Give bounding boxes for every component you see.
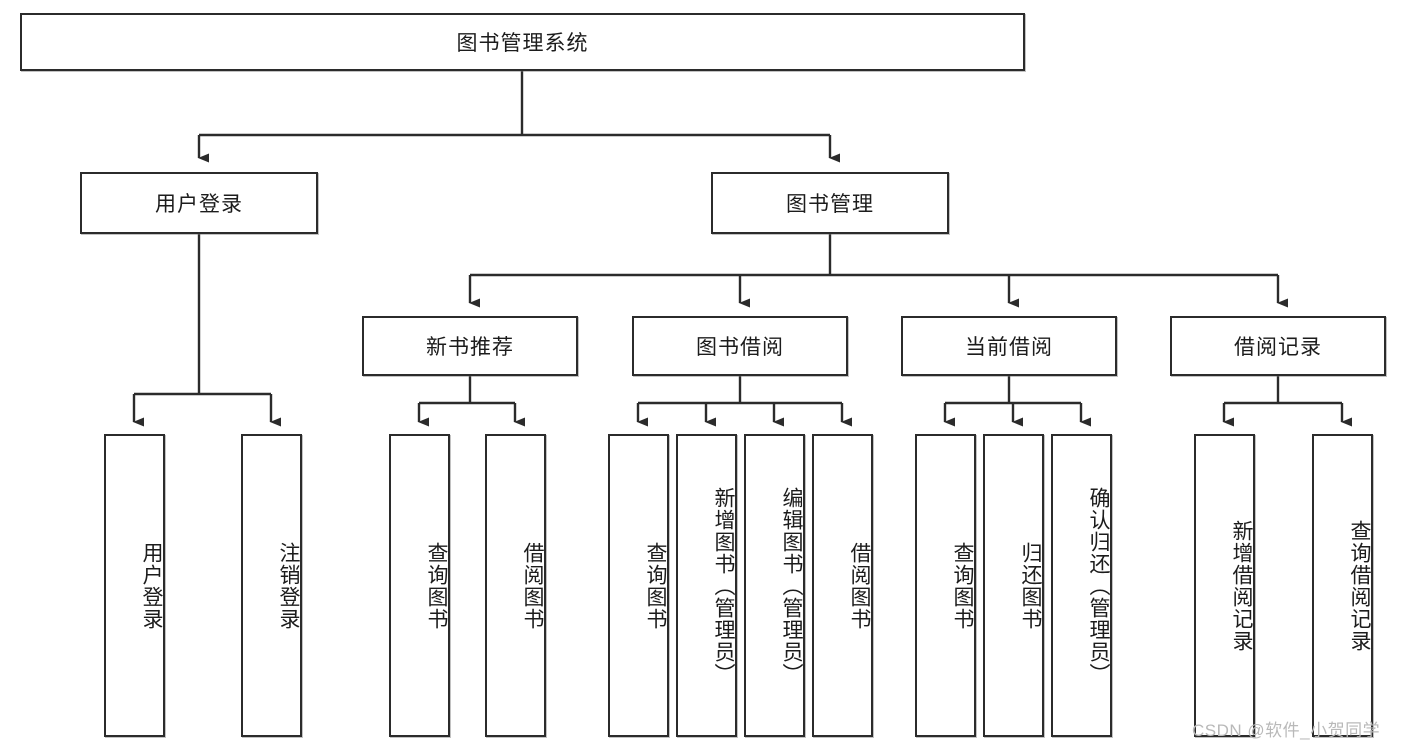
node-label: 确认归还（管理员） (1087, 486, 1110, 685)
leaf-query-book-recommend[interactable]: 查询图书 (389, 434, 450, 737)
node-label: 归还图书 (1019, 541, 1042, 630)
node-label: 注销登录 (277, 541, 300, 630)
leaf-borrow-book-recommend[interactable]: 借阅图书 (485, 434, 546, 737)
leaf-return-book[interactable]: 归还图书 (983, 434, 1044, 737)
node-label: 编辑图书（管理员） (780, 486, 803, 685)
node-current-borrow[interactable]: 当前借阅 (901, 316, 1117, 376)
node-label: 查询图书 (951, 541, 974, 630)
node-label: 借阅图书 (521, 541, 544, 630)
node-label: 查询图书 (644, 541, 667, 630)
leaf-add-book-admin[interactable]: 新增图书（管理员） (676, 434, 737, 737)
node-borrow-record[interactable]: 借阅记录 (1170, 316, 1386, 376)
node-label: 新增图书（管理员） (712, 486, 735, 685)
leaf-add-borrow-record[interactable]: 新增借阅记录 (1194, 434, 1255, 737)
node-label: 用户登录 (140, 541, 163, 630)
node-label: 图书借阅 (696, 336, 784, 359)
csdn-watermark: CSDN @软件_小贺同学 (1192, 721, 1381, 740)
leaf-query-book-borrow[interactable]: 查询图书 (608, 434, 669, 737)
node-label: 借阅记录 (1234, 336, 1322, 359)
node-label: 图书管理 (786, 193, 874, 216)
node-label: 用户登录 (155, 193, 243, 216)
node-label: 当前借阅 (965, 336, 1053, 359)
node-label: 新增借阅记录 (1230, 519, 1253, 652)
node-user-login[interactable]: 用户登录 (80, 172, 318, 234)
node-label: 新书推荐 (426, 336, 514, 359)
leaf-query-borrow-record[interactable]: 查询借阅记录 (1312, 434, 1373, 737)
node-book-borrow[interactable]: 图书借阅 (632, 316, 848, 376)
node-book-management[interactable]: 图书管理 (711, 172, 949, 234)
leaf-logout[interactable]: 注销登录 (241, 434, 302, 737)
node-root-system[interactable]: 图书管理系统 (20, 13, 1025, 71)
leaf-confirm-return-admin[interactable]: 确认归还（管理员） (1051, 434, 1112, 737)
leaf-user-login[interactable]: 用户登录 (104, 434, 165, 737)
leaf-query-book-current[interactable]: 查询图书 (915, 434, 976, 737)
leaf-edit-book-admin[interactable]: 编辑图书（管理员） (744, 434, 805, 737)
node-label: 借阅图书 (848, 541, 871, 630)
leaf-borrow-book[interactable]: 借阅图书 (812, 434, 873, 737)
node-label: 图书管理系统 (456, 32, 589, 55)
node-label: 查询图书 (425, 541, 448, 630)
node-label: 查询借阅记录 (1348, 519, 1371, 652)
node-new-book-recommend[interactable]: 新书推荐 (362, 316, 578, 376)
